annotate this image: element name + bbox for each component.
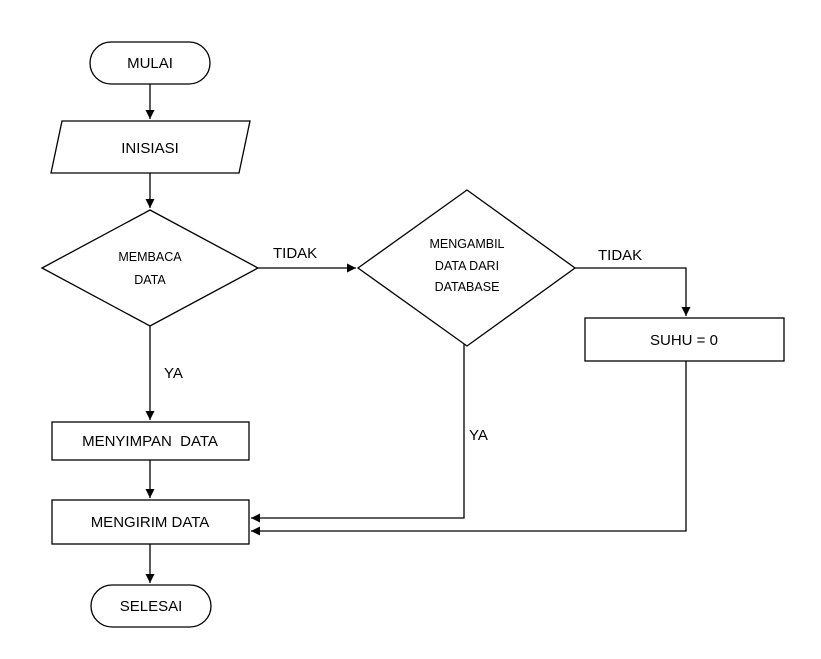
send-label: MENGIRIM DATA bbox=[91, 514, 210, 531]
arrow-fetch-yes bbox=[251, 341, 465, 523]
store-process bbox=[51, 421, 250, 461]
fetch-label-line2: DATA DARI bbox=[435, 259, 499, 273]
fetch-yes-label: YA bbox=[469, 427, 488, 444]
end-label: SELESAI bbox=[120, 598, 183, 615]
read-yes-label: YA bbox=[164, 365, 183, 382]
send-process bbox=[51, 499, 250, 545]
read-decision bbox=[40, 209, 260, 327]
arrow-temp-to-send bbox=[251, 361, 687, 536]
read-no-label: TIDAK bbox=[273, 245, 317, 262]
temp-zero-process bbox=[584, 317, 785, 362]
arrow-fetch-no bbox=[575, 267, 691, 316]
init-parallelogram bbox=[50, 120, 251, 174]
end-terminator bbox=[90, 584, 212, 628]
fetch-no-label: TIDAK bbox=[598, 247, 642, 264]
temp-zero-label: SUHU = 0 bbox=[650, 332, 718, 349]
store-label: MENYIMPAN DATA bbox=[82, 433, 218, 450]
start-terminator bbox=[89, 41, 211, 85]
start-label: MULAI bbox=[127, 55, 173, 72]
init-label: INISIASI bbox=[121, 140, 179, 157]
read-label-line2: DATA bbox=[134, 273, 166, 287]
fetch-label-line3: DATABASE bbox=[435, 280, 500, 294]
fetch-label-line1: MENGAMBIL bbox=[429, 237, 504, 251]
fetch-decision bbox=[356, 189, 577, 347]
read-label-line1: MEMBACA bbox=[118, 250, 182, 264]
